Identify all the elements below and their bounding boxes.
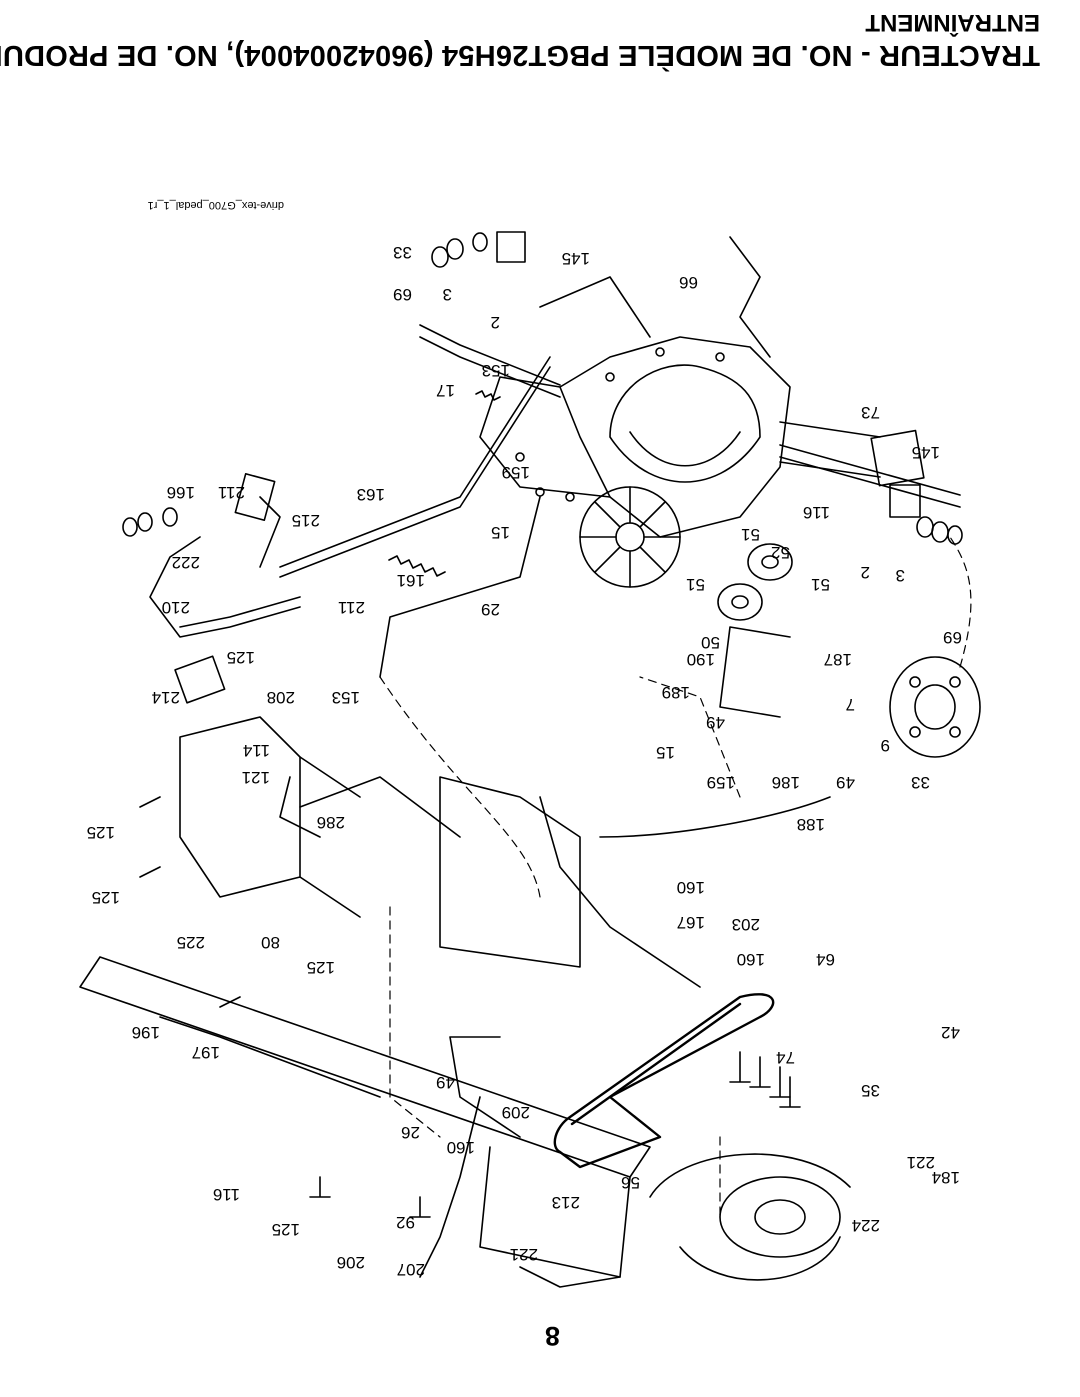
pedal-assembly — [149, 472, 301, 704]
callout-187: 187 — [824, 650, 852, 669]
callout-2: 2 — [861, 563, 870, 582]
callout-145: 145 — [912, 443, 940, 462]
callout-125: 125 — [272, 1220, 300, 1239]
callout-33: 33 — [911, 773, 930, 792]
callout-121: 121 — [242, 768, 270, 787]
control-rods — [279, 236, 771, 1278]
callout-160: 160 — [447, 1138, 475, 1157]
callout-92: 92 — [396, 1213, 415, 1232]
callout-33: 33 — [393, 243, 412, 262]
callout-211: 211 — [218, 483, 245, 502]
callout-125: 125 — [227, 648, 255, 667]
dashed-leaders — [379, 536, 972, 1218]
callout-66: 66 — [679, 273, 698, 292]
callout-15: 15 — [656, 743, 675, 762]
callout-51: 51 — [741, 525, 760, 544]
callout-163: 163 — [357, 485, 385, 504]
cooling-fan — [579, 486, 681, 588]
idler-pulleys — [717, 543, 793, 718]
callout-114: 114 — [243, 741, 270, 760]
callout-221: 221 — [907, 1153, 935, 1172]
transaxle-housing — [479, 276, 925, 538]
springs — [388, 390, 501, 577]
callout-160: 160 — [737, 950, 765, 969]
callout-145: 145 — [562, 249, 590, 268]
callout-64: 64 — [816, 950, 835, 969]
callout-153: 153 — [482, 361, 510, 380]
callout-203: 203 — [732, 915, 760, 934]
callout-153: 153 — [332, 688, 360, 707]
callout-167: 167 — [677, 913, 705, 932]
callout-125: 125 — [307, 958, 335, 977]
drive-belt — [553, 993, 775, 1169]
callout-3: 3 — [443, 285, 452, 304]
callout-42: 42 — [941, 1023, 960, 1042]
callout-51: 51 — [686, 575, 705, 594]
callout-206: 206 — [337, 1253, 365, 1272]
callout-125: 125 — [92, 888, 120, 907]
wheel-hub — [889, 656, 981, 758]
callout-207: 207 — [397, 1260, 425, 1279]
callout-209: 209 — [502, 1103, 530, 1122]
callout-3: 3 — [896, 566, 905, 585]
callout-73: 73 — [861, 403, 880, 422]
mounting-bracket — [179, 716, 361, 918]
callout-161: 161 — [397, 571, 425, 590]
engine-pulley — [649, 1153, 851, 1281]
callout-50: 50 — [701, 633, 720, 652]
bolts — [139, 796, 801, 1218]
callout-69: 69 — [393, 285, 412, 304]
callout-159: 159 — [502, 463, 530, 482]
callout-184: 184 — [932, 1168, 960, 1187]
callout-125: 125 — [87, 823, 115, 842]
callout-69: 69 — [943, 628, 962, 647]
callout-51: 51 — [811, 575, 830, 594]
callout-222: 222 — [172, 553, 200, 572]
callout-116: 116 — [803, 503, 830, 522]
callout-221: 221 — [510, 1245, 538, 1264]
callout-210: 210 — [162, 598, 190, 617]
callout-225: 225 — [177, 933, 205, 952]
callout-74: 74 — [776, 1048, 795, 1067]
callout-80: 80 — [261, 933, 280, 952]
callout-35: 35 — [861, 1081, 880, 1100]
callout-160: 160 — [677, 878, 705, 897]
callout-17: 17 — [436, 381, 455, 400]
callout-116: 116 — [213, 1185, 240, 1204]
callout-190: 190 — [687, 650, 715, 669]
washers — [122, 231, 963, 545]
tractor-frame — [79, 776, 831, 1288]
callout-2: 2 — [491, 313, 500, 332]
callout-211: 211 — [338, 598, 365, 617]
callout-186: 186 — [772, 773, 800, 792]
callout-52: 52 — [771, 543, 790, 562]
callout-159: 159 — [707, 773, 735, 792]
callout-196: 196 — [132, 1023, 160, 1042]
callout-166: 166 — [167, 483, 195, 502]
callout-29: 29 — [481, 600, 500, 619]
callout-7: 7 — [846, 695, 855, 714]
callout-197: 197 — [192, 1043, 220, 1062]
callout-224: 224 — [852, 1216, 880, 1235]
callout-286: 286 — [317, 813, 345, 832]
callout-9: 9 — [881, 736, 890, 755]
callout-213: 213 — [552, 1193, 580, 1212]
callout-188: 188 — [797, 815, 825, 834]
callout-26: 26 — [401, 1123, 420, 1142]
callout-215: 215 — [292, 511, 320, 530]
callout-49: 49 — [436, 1073, 455, 1092]
callout-49: 49 — [706, 713, 725, 732]
axle-shafts — [419, 324, 961, 508]
callout-49: 49 — [836, 773, 855, 792]
callout-214: 214 — [152, 688, 180, 707]
callout-56: 56 — [621, 1173, 640, 1192]
callout-189: 189 — [662, 683, 690, 702]
callout-208: 208 — [267, 688, 295, 707]
callout-15: 15 — [491, 523, 510, 542]
